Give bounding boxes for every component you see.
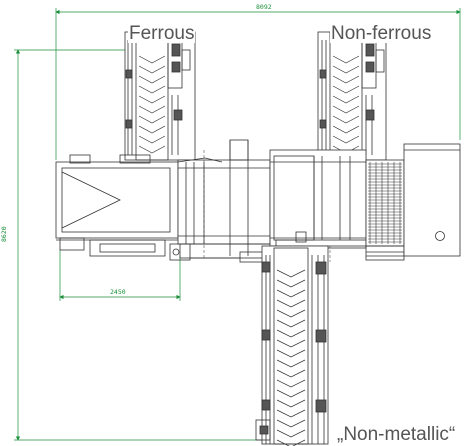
belt-chevron	[138, 65, 166, 74]
screening-unit	[269, 143, 461, 261]
belt-chevron	[138, 135, 166, 144]
belt-chevron	[138, 105, 166, 114]
belt-chevron	[138, 85, 166, 94]
belt-chevron	[276, 289, 306, 298]
overall-height-dimension: 8620	[0, 226, 8, 242]
belt-chevron	[332, 115, 360, 124]
non-metallic-conveyor	[255, 245, 329, 446]
belt-chevron	[276, 429, 306, 438]
belt-chevron	[276, 319, 306, 328]
belt-chevron	[276, 359, 306, 368]
belt-chevron	[276, 389, 306, 398]
belt-chevron	[276, 299, 306, 308]
belt-chevron	[276, 279, 306, 288]
belt-chevron	[332, 105, 360, 114]
belt-chevron	[276, 339, 306, 348]
non-ferrous-label: Non-ferrous	[330, 23, 433, 44]
feeder-width-dimension: 2450	[110, 288, 126, 296]
belt-chevron	[276, 269, 306, 278]
belt-chevron	[332, 55, 360, 64]
belt-chevron	[138, 145, 166, 154]
belt-chevron	[138, 75, 166, 84]
belt-chevron	[332, 95, 360, 104]
non-metallic-label: „Non-metallic“	[336, 424, 457, 445]
belt-chevron	[276, 379, 306, 388]
belt-chevron	[138, 95, 166, 104]
belt-chevron	[138, 55, 166, 64]
eddy-current-separator	[169, 139, 331, 263]
belt-chevron	[276, 419, 306, 428]
belt-chevron	[332, 65, 360, 74]
belt-chevron	[276, 369, 306, 378]
non-ferrous-conveyor	[317, 31, 387, 161]
ferrous-conveyor	[124, 31, 196, 161]
overall-width-dimension: 8092	[256, 3, 272, 11]
belt-chevron	[138, 115, 166, 124]
belt-chevron	[332, 135, 360, 144]
belt-chevron	[276, 439, 306, 446]
belt-chevron	[332, 85, 360, 94]
belt-chevron	[332, 125, 360, 134]
dimension-lines	[14, 8, 461, 441]
ferrous-label: Ferrous	[128, 23, 196, 44]
belt-chevron	[138, 125, 166, 134]
belt-chevron	[276, 329, 306, 338]
belt-chevron	[276, 309, 306, 318]
belt-chevron	[332, 75, 360, 84]
belt-chevron	[276, 399, 306, 408]
feeder-hopper	[55, 154, 180, 257]
belt-chevron	[276, 349, 306, 358]
belt-chevron	[276, 409, 306, 418]
